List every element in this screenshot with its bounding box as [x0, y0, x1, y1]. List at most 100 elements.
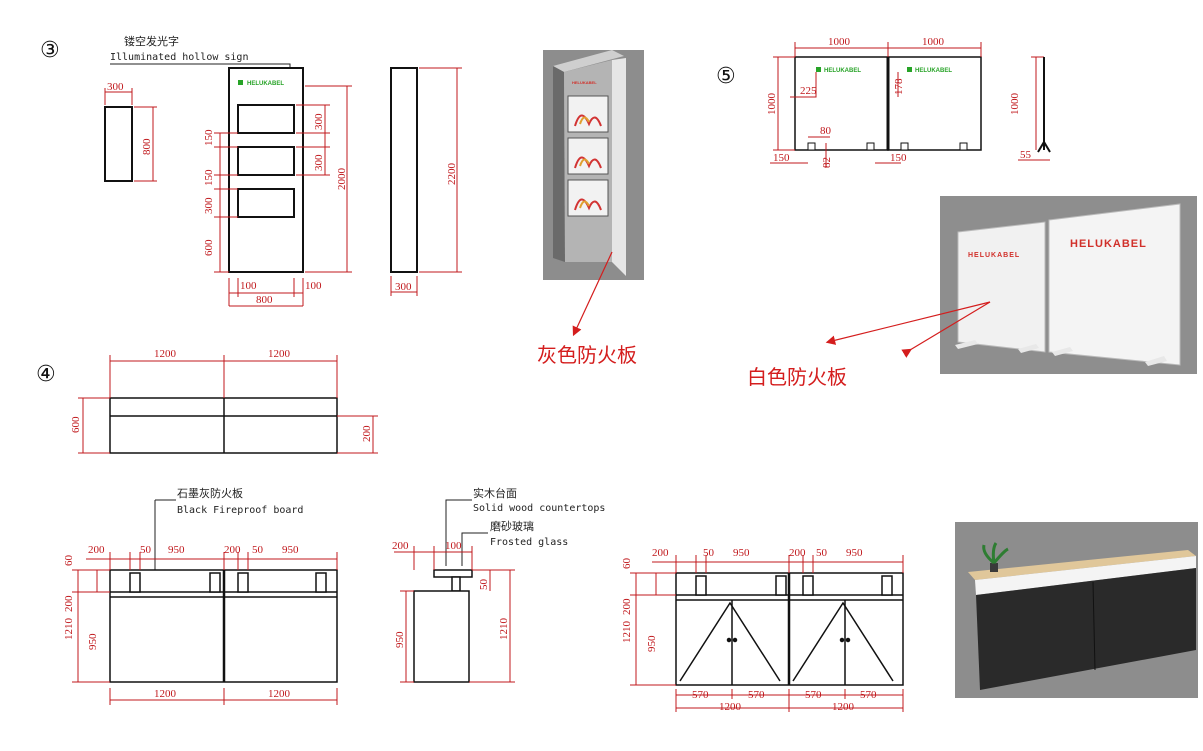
- s3-box-width: 300: [107, 81, 124, 93]
- s4-top-w2: 1200: [268, 348, 291, 360]
- s5-side-view: [1037, 57, 1051, 153]
- section-4-number: ④: [36, 362, 56, 387]
- s4b-200b: 200: [789, 547, 806, 559]
- s3-front-panel: HELUKABEL: [228, 67, 304, 273]
- gray-board-arrow: [572, 251, 613, 337]
- s3-total-h: 2000: [336, 168, 348, 191]
- s3-gap2: 150: [203, 169, 215, 186]
- s4-top-dims: [78, 355, 378, 454]
- s4s-100: 100: [445, 540, 462, 552]
- s5-side-h: 1000: [1009, 93, 1021, 116]
- render-logo-1: HELUKABEL: [968, 252, 1020, 259]
- s4b-950b: 950: [846, 547, 863, 559]
- s4f-w1: 1200: [154, 688, 177, 700]
- s4f-h60: 60: [63, 555, 75, 567]
- s3-box-height: 800: [141, 138, 153, 155]
- s5-logo-2: HELUKABEL: [915, 68, 952, 74]
- s5-side-d: 55: [1020, 149, 1032, 161]
- render-logo-2: HELUKABEL: [1070, 238, 1147, 250]
- s4-top-w1: 1200: [154, 348, 177, 360]
- section-3-number: ③: [40, 38, 60, 63]
- s3-win2: 300: [313, 154, 325, 171]
- gray-board-label: 灰色防火板: [537, 343, 637, 367]
- s5-w1: 1000: [828, 36, 851, 48]
- s4b-570b: 570: [748, 689, 765, 701]
- s4b-w1: 1200: [719, 701, 742, 713]
- s3-win1: 300: [313, 113, 325, 130]
- white-board-label: 白色防火板: [747, 365, 847, 389]
- s4f-h1210: 1210: [63, 618, 75, 641]
- s4-front-dims: [72, 552, 338, 705]
- glass-label-cn: 磨砂玻璃: [490, 519, 534, 533]
- render-logo: HELUKABEL: [572, 80, 597, 85]
- s4b-200a: 200: [652, 547, 669, 559]
- section-5-number: ⑤: [716, 64, 736, 89]
- s4b-w2: 1200: [832, 701, 855, 713]
- glass-label-en: Frosted glass: [490, 537, 568, 548]
- wood-top-label-en: Solid wood countertops: [473, 503, 605, 514]
- s4s-950: 950: [394, 631, 406, 648]
- logo-mark: [238, 80, 243, 85]
- s4b-h200: 200: [621, 598, 633, 615]
- black-board-label-cn: 石墨灰防火板: [177, 486, 243, 500]
- s3-width: 800: [256, 294, 273, 306]
- s4-back-dims: [630, 555, 904, 712]
- s3-logo-text: HELUKABEL: [247, 81, 284, 87]
- s4b-50a: 50: [703, 547, 715, 559]
- s3-bottom: 600: [203, 239, 215, 256]
- hollow-sign-label-en: Illuminated hollow sign: [110, 52, 248, 63]
- wood-top-label-cn: 实木台面: [473, 486, 517, 500]
- black-board-label-en: Black Fireproof board: [177, 505, 303, 516]
- s5-h178: 178: [893, 78, 905, 95]
- s5-h1000: 1000: [766, 93, 778, 116]
- s5-h225: 225: [800, 85, 817, 97]
- s5-w2: 1000: [922, 36, 945, 48]
- s4b-570a: 570: [692, 689, 709, 701]
- s4-side-leaders: [445, 499, 488, 566]
- s4b-h950: 950: [646, 635, 658, 652]
- s4b-570c: 570: [805, 689, 822, 701]
- s5-front-panels: HELUKABEL HELUKABEL: [794, 56, 982, 151]
- s5-logo-1: HELUKABEL: [824, 68, 861, 74]
- s3-side-w: 300: [395, 281, 412, 293]
- s4f-w2: 1200: [268, 688, 291, 700]
- s4b-570d: 570: [860, 689, 877, 701]
- s3-front-dims: [214, 85, 352, 307]
- s3-margin-l: 100: [240, 280, 257, 292]
- s4f-200b: 200: [224, 544, 241, 556]
- s4-top-view: [109, 397, 338, 454]
- s3-small-box: 300 800: [104, 81, 157, 182]
- s4s-200: 200: [392, 540, 409, 552]
- s4f-h950: 950: [87, 633, 99, 650]
- s4s-50: 50: [478, 579, 490, 591]
- s3-side-h: 2200: [446, 163, 458, 186]
- s4f-950b: 950: [282, 544, 299, 556]
- s4f-50b: 50: [252, 544, 264, 556]
- white-board-render: HELUKABEL HELUKABEL: [940, 196, 1197, 374]
- s5-d150a: 150: [773, 152, 790, 164]
- s4-back-counter: [675, 572, 904, 686]
- s4b-950a: 950: [733, 547, 750, 559]
- s4f-h200: 200: [63, 595, 75, 612]
- counter-render: [955, 522, 1198, 698]
- s4s-1210: 1210: [498, 618, 510, 641]
- s4-side-counter: [413, 569, 473, 683]
- s5-d150b: 150: [890, 152, 907, 164]
- gray-cabinet-render: HELUKABEL: [543, 50, 644, 280]
- s4-front-counter: [109, 569, 338, 683]
- s4b-h60: 60: [621, 558, 633, 570]
- s3-side-panel: 2200 300: [390, 67, 462, 296]
- hollow-sign-label-cn: 镂空发光字: [124, 34, 179, 48]
- s4f-200a: 200: [88, 544, 105, 556]
- s3-gap3: 300: [203, 197, 215, 214]
- s5-d80: 80: [820, 125, 832, 137]
- s4-top-d2: 200: [361, 425, 373, 442]
- s4-top-d1: 600: [70, 416, 82, 433]
- s4b-h1210: 1210: [621, 621, 633, 644]
- s5-d82: 82: [821, 157, 833, 168]
- s4f-50a: 50: [140, 544, 152, 556]
- s3-margin-r: 100: [305, 280, 322, 292]
- white-board-arrow: [901, 301, 991, 358]
- s4f-950a: 950: [168, 544, 185, 556]
